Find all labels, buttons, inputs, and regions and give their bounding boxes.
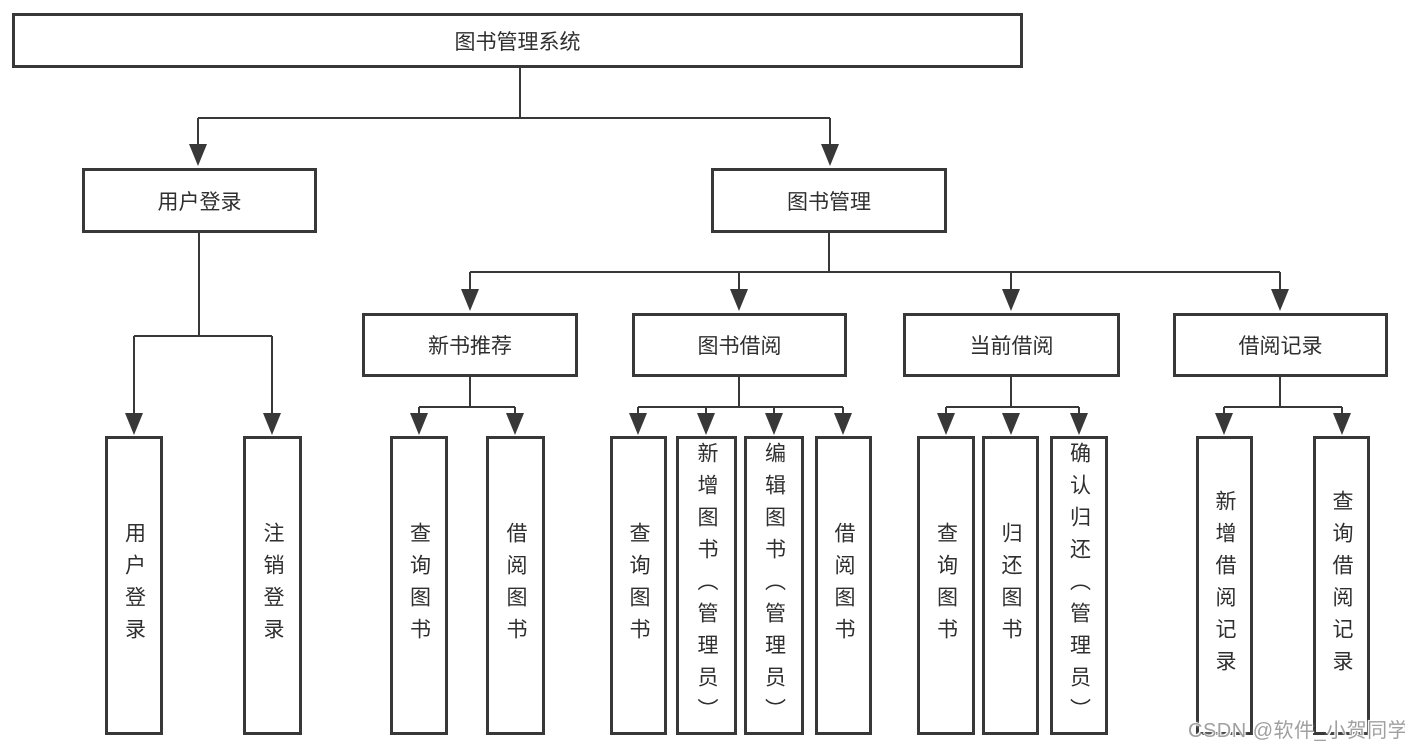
node-label: 图书管理 <box>787 190 871 214</box>
leaf-label: 查询借阅记录 <box>1330 489 1353 682</box>
leaf-label: 确认归还（管理员） <box>1067 441 1091 730</box>
node-book-management: 图书管理 <box>711 168 947 233</box>
arrow-down-icon <box>189 144 207 166</box>
arrow-down-icon <box>937 413 955 435</box>
node-current-borrowing: 当前借阅 <box>903 313 1120 377</box>
arrow-down-icon <box>834 413 852 435</box>
arrow-down-icon <box>697 413 715 435</box>
leaf-label: 查询图书 <box>627 521 650 650</box>
watermark: CSDN @软件_小贺同学 <box>1188 720 1405 742</box>
leaf-label: 新增借阅记录 <box>1213 489 1236 682</box>
leaf-query-borrow-record: 查询借阅记录 <box>1313 436 1370 735</box>
arrow-down-icon <box>629 413 647 435</box>
node-library-management-system: 图书管理系统 <box>12 13 1023 68</box>
arrow-down-icon <box>1271 289 1289 311</box>
leaf-borrow-books-recommend: 借阅图书 <box>486 436 545 735</box>
leaf-query-books-borrow: 查询图书 <box>610 436 667 735</box>
edge-root-to-level2 <box>197 67 831 150</box>
node-label: 当前借阅 <box>969 335 1054 358</box>
leaf-confirm-return-admin: 确认归还（管理员） <box>1050 436 1108 735</box>
node-label: 借阅记录 <box>1238 335 1323 358</box>
arrow-down-icon <box>821 144 839 166</box>
leaf-borrow-books: 借阅图书 <box>815 436 872 735</box>
arrow-down-icon <box>461 289 479 311</box>
arrow-down-icon <box>125 413 143 435</box>
node-book-borrowing: 图书借阅 <box>632 313 847 377</box>
leaf-query-books-current: 查询图书 <box>917 436 975 735</box>
leaf-label: 借阅图书 <box>832 521 855 650</box>
leaf-query-books-recommend: 查询图书 <box>390 436 448 735</box>
leaf-label: 编辑图书（管理员） <box>762 441 786 730</box>
leaf-edit-books-admin: 编辑图书（管理员） <box>744 436 804 735</box>
arrow-down-icon <box>410 413 428 435</box>
edge-userlogin-to-leaves <box>133 233 273 417</box>
node-new-book-recommendation: 新书推荐 <box>362 313 578 377</box>
leaf-return-books: 归还图书 <box>982 436 1039 735</box>
arrow-down-icon <box>1002 413 1020 435</box>
leaf-label: 注销登录 <box>261 521 284 650</box>
node-label: 新书推荐 <box>428 335 512 358</box>
node-label: 用户登录 <box>157 190 242 214</box>
node-user-login: 用户登录 <box>82 168 317 233</box>
node-borrowing-records: 借阅记录 <box>1173 313 1388 377</box>
arrow-down-icon <box>1070 413 1088 435</box>
node-label: 图书管理系统 <box>454 30 581 54</box>
edge-borrow-to-leaves <box>637 377 844 417</box>
leaf-logout: 注销登录 <box>243 436 302 735</box>
arrow-down-icon <box>730 289 748 311</box>
leaf-add-borrow-record: 新增借阅记录 <box>1196 436 1253 735</box>
leaf-add-books-admin: 新增图书（管理员） <box>676 436 737 735</box>
leaf-label: 用户登录 <box>122 521 146 650</box>
arrow-down-icon <box>765 413 783 435</box>
edge-bookmgmt-to-level3 <box>469 233 1281 293</box>
edge-records-to-leaves <box>1223 377 1343 417</box>
leaf-label: 查询图书 <box>934 521 958 650</box>
leaf-label: 新增图书（管理员） <box>695 441 718 730</box>
leaf-label: 归还图书 <box>999 521 1022 650</box>
node-label: 图书借阅 <box>697 335 782 358</box>
arrow-down-icon <box>1215 413 1233 435</box>
arrow-down-icon <box>1002 289 1020 311</box>
leaf-user-login: 用户登录 <box>105 436 163 735</box>
leaf-label: 查询图书 <box>407 521 431 650</box>
arrow-down-icon <box>506 413 524 435</box>
leaf-label: 借阅图书 <box>504 521 527 650</box>
arrow-down-icon <box>263 413 281 435</box>
edge-current-to-leaves <box>945 377 1080 417</box>
edge-newbook-to-leaves <box>418 377 516 417</box>
arrow-down-icon <box>1333 413 1351 435</box>
